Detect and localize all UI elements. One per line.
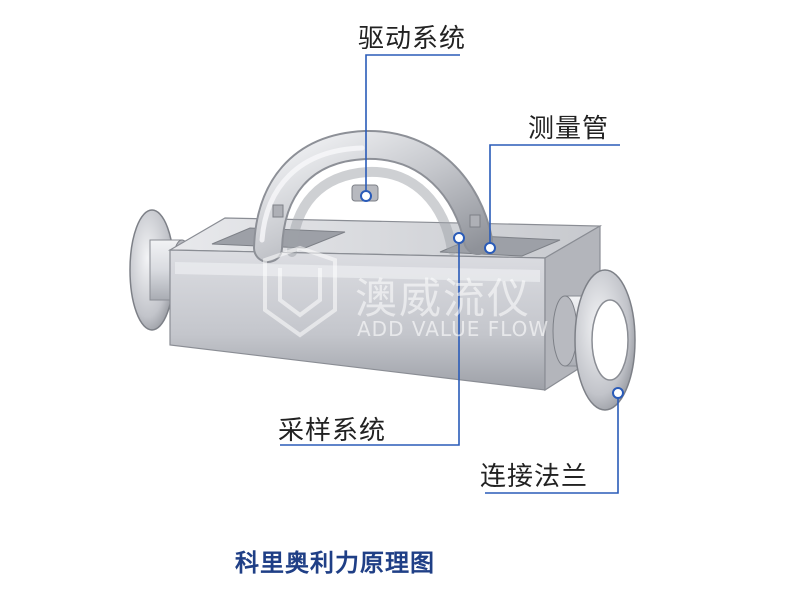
figure-caption: 科里奥利力原理图 <box>235 549 435 577</box>
leader-markers <box>360 190 624 399</box>
right-flange <box>552 269 636 411</box>
label-sampling-system: 采样系统 <box>278 416 387 446</box>
leader-lines <box>280 54 620 494</box>
leader-tube <box>489 144 620 248</box>
watermark-en-text: ADD VALUE FLOW <box>357 317 550 341</box>
leader-drive <box>365 54 460 195</box>
watermark-cn-text: 澳威流仪 <box>355 274 532 323</box>
marker-sampling <box>453 232 465 244</box>
marker-drive <box>360 190 372 202</box>
label-measuring-tube: 测量管 <box>528 114 610 144</box>
watermark-logo <box>263 245 337 338</box>
label-connection-flange: 连接法兰 <box>480 462 589 492</box>
leader-flange <box>485 393 619 494</box>
marker-tube <box>484 242 496 254</box>
marker-flange <box>612 387 624 399</box>
leader-sampling <box>280 240 460 446</box>
label-drive-system: 驱动系统 <box>358 24 467 54</box>
